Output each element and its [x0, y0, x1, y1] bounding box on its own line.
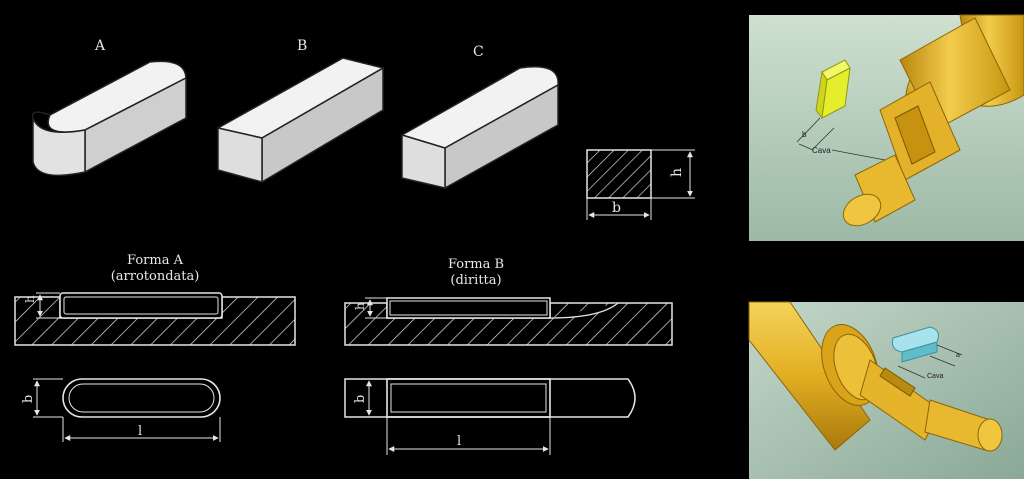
form-a-length-label: l [138, 424, 142, 439]
form-b-length-label: l [457, 434, 461, 449]
photo-top-dim-label: b [802, 130, 807, 139]
form-b-height-label: h [353, 302, 367, 310]
form-b-top-view [344, 378, 636, 455]
shaft-key-photo-bottom [748, 301, 1024, 479]
key-a-rounded-3d [31, 60, 187, 177]
key-c-label: C [473, 44, 484, 60]
key-c-half-rounded-3d [400, 66, 559, 190]
photo-bottom-dim-label: a [956, 352, 960, 359]
form-a-subtitle: (arrotondata) [111, 269, 200, 284]
section-height-label: h [669, 168, 685, 177]
section-width-label: b [612, 200, 621, 216]
form-b-width-label: b [353, 395, 368, 403]
photo-bottom-slot-label: Cava [927, 373, 943, 380]
form-a-height-label: h [23, 295, 37, 303]
form-b-side-section [344, 297, 673, 346]
form-b-title: Forma B [448, 257, 504, 272]
form-b-subtitle: (diritta) [450, 273, 501, 288]
form-a-side-section [14, 292, 296, 346]
form-a-title: Forma A [127, 253, 184, 268]
form-a-top-view [33, 378, 221, 442]
key-b-square-3d [215, 57, 385, 184]
key-b-label: B [297, 38, 307, 54]
key-a-label: A [94, 38, 106, 54]
key-cross-section [586, 149, 695, 220]
form-a-width-label: b [21, 395, 36, 403]
shaft-key-photo-top [749, 14, 1024, 241]
photo-top-slot-label: Cava [812, 146, 831, 155]
